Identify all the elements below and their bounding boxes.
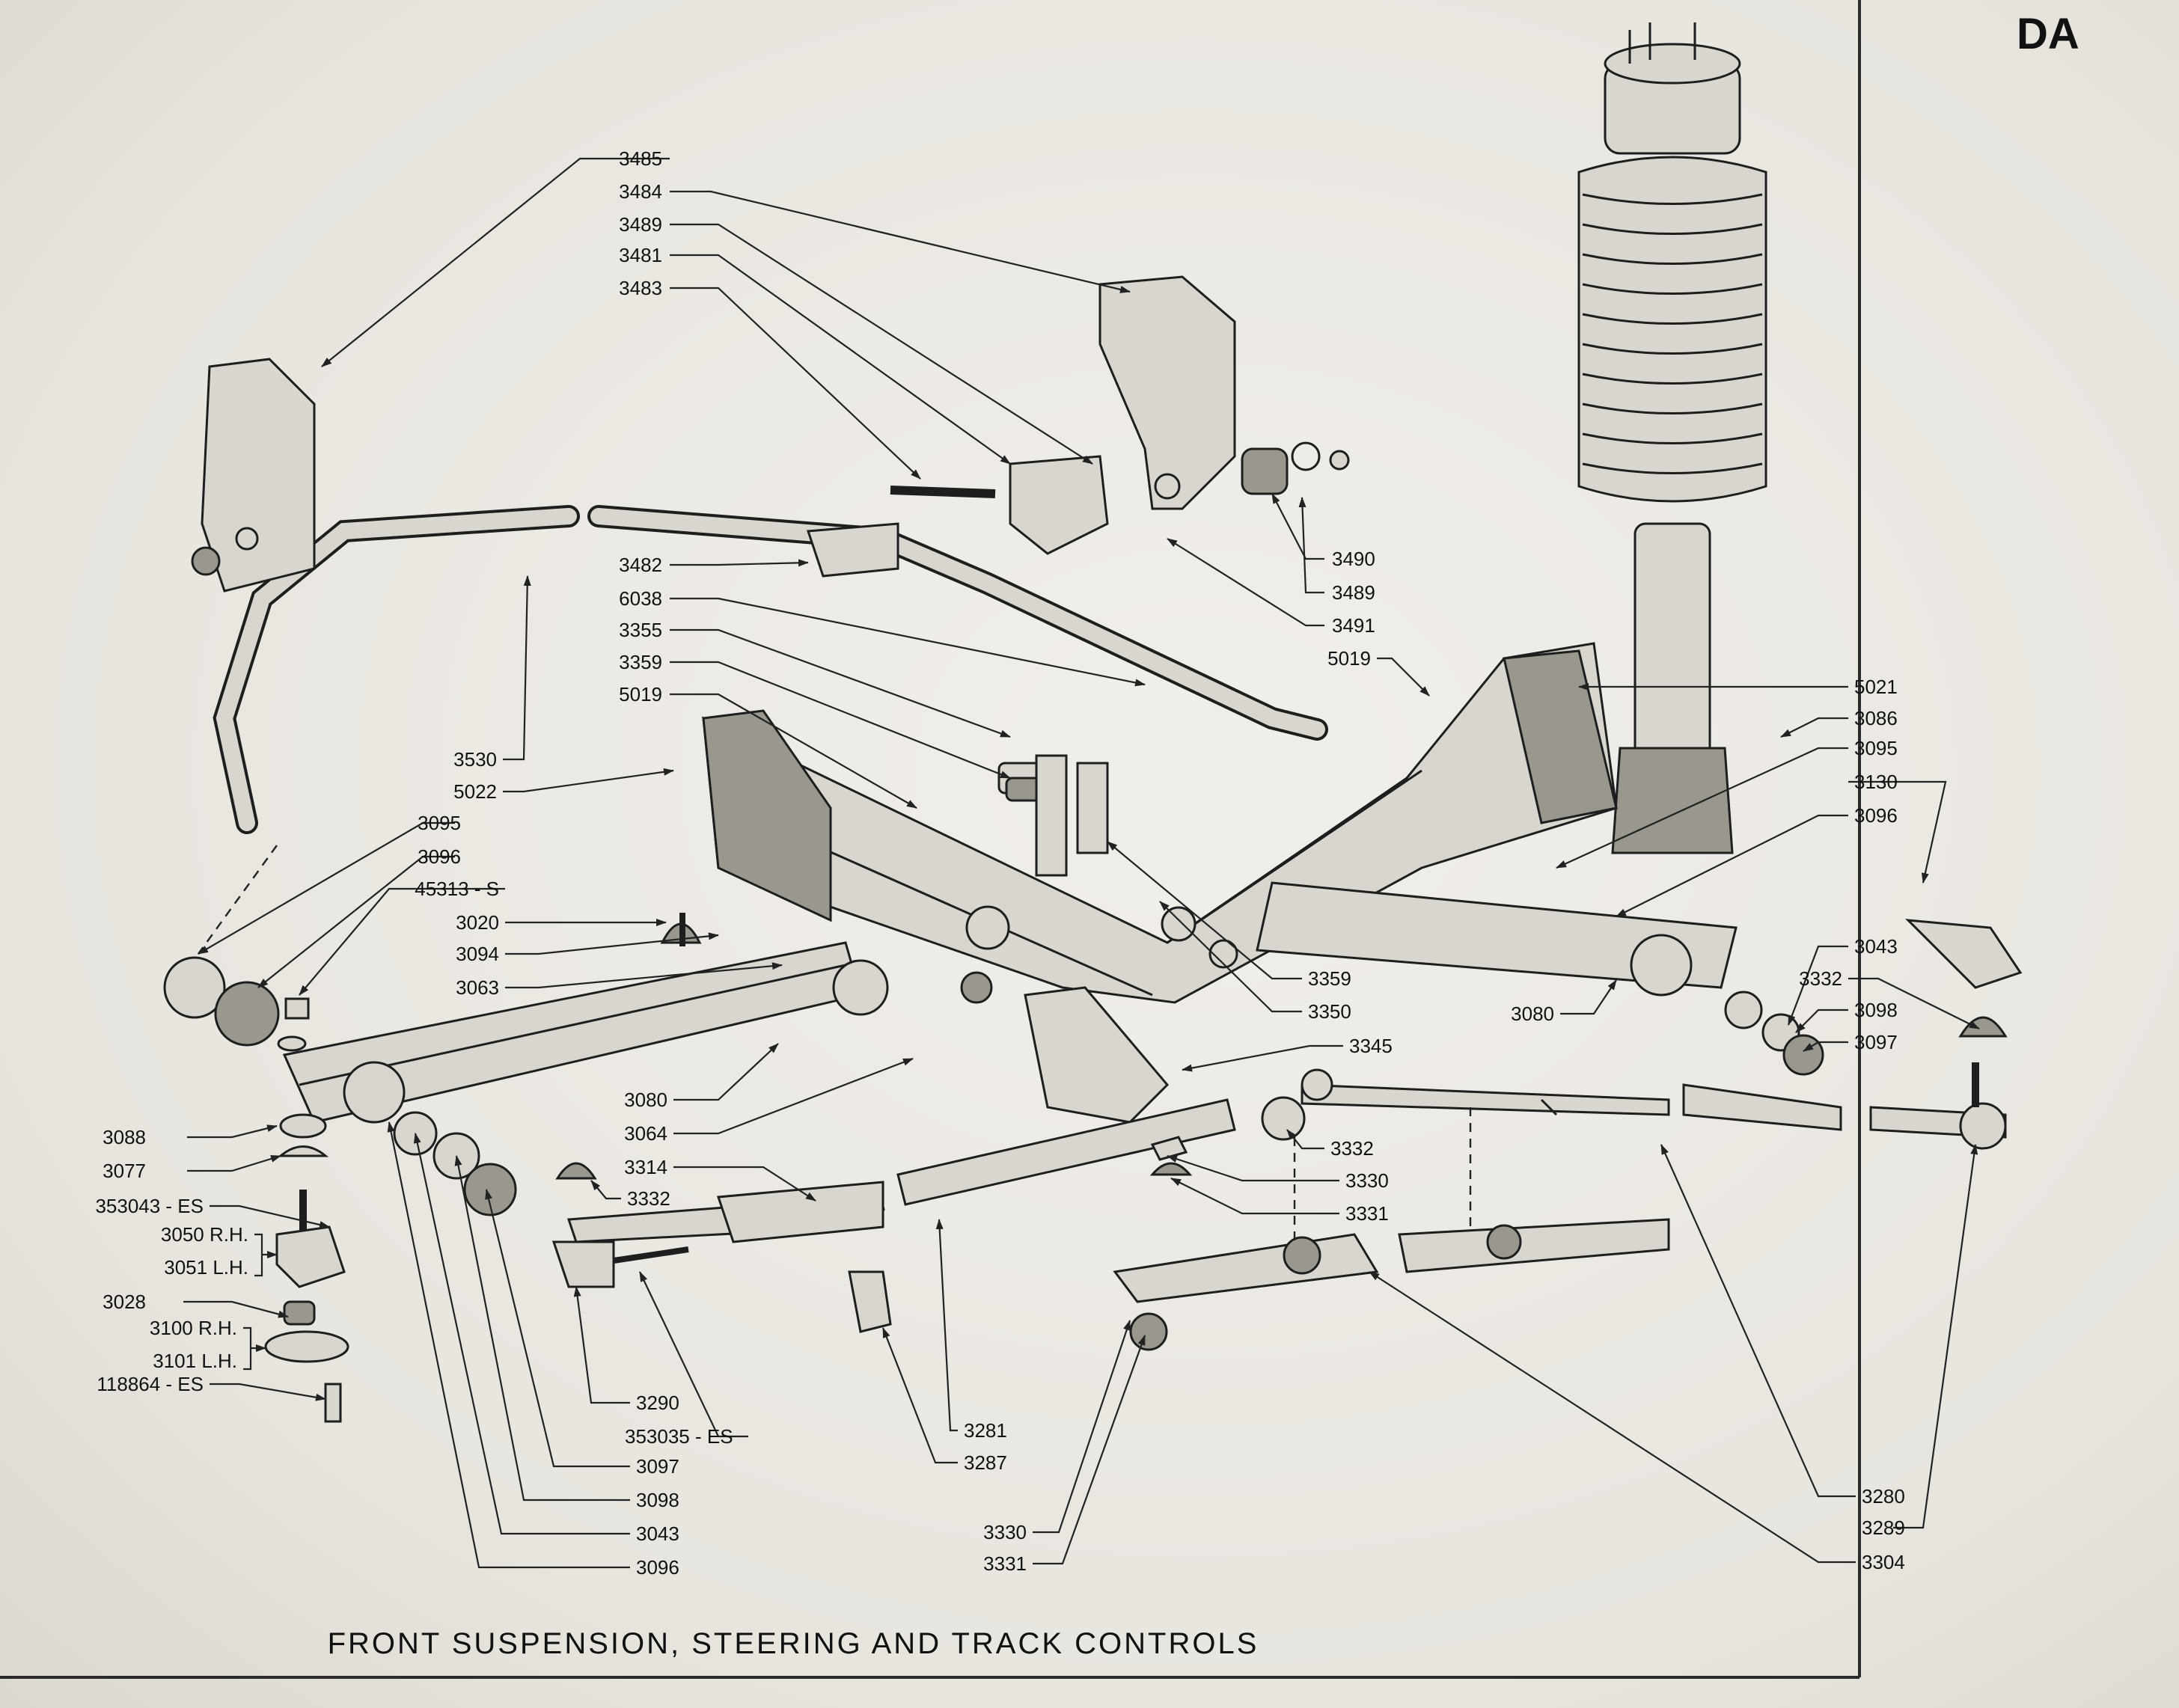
callout-5022: 5022 xyxy=(453,780,497,803)
callout-3489: 3489 xyxy=(619,213,662,236)
callout-353043-es: 353043 - ES xyxy=(95,1195,204,1217)
callout-3345: 3345 xyxy=(1349,1035,1393,1057)
callout-3020: 3020 xyxy=(456,911,499,934)
steering-linkage xyxy=(551,919,2023,1351)
callout-3063: 3063 xyxy=(456,976,499,999)
callout-3330: 3330 xyxy=(1345,1169,1389,1192)
callout-3484: 3484 xyxy=(619,180,662,203)
callout-3359-b: 3359 xyxy=(1308,967,1351,990)
callout-3064: 3064 xyxy=(624,1122,667,1145)
callout-3485: 3485 xyxy=(619,147,662,170)
callout-118864-es: 118864 - ES xyxy=(97,1373,204,1395)
left-bracket xyxy=(191,358,316,593)
callout-3050-rh: 3050 R.H. xyxy=(161,1223,248,1246)
callout-353035-es: 353035 - ES xyxy=(625,1425,733,1448)
callout-3130: 3130 xyxy=(1854,771,1898,793)
callout-3355: 3355 xyxy=(619,619,662,641)
callout-3332-c: 3332 xyxy=(1330,1137,1374,1160)
callout-3332-b: 3332 xyxy=(627,1187,670,1210)
alignment-dashes xyxy=(198,845,1472,1242)
callout-3359: 3359 xyxy=(619,651,662,673)
callout-3101-lh: 3101 L.H. xyxy=(153,1350,237,1372)
callout-3080-b: 3080 xyxy=(624,1089,667,1111)
callout-3281: 3281 xyxy=(964,1419,1007,1442)
page-border xyxy=(0,0,1861,1679)
callout-3086: 3086 xyxy=(1854,707,1898,729)
callout-3096-b: 3096 xyxy=(418,845,461,868)
callout-3332: 3332 xyxy=(1799,967,1842,990)
callout-3481: 3481 xyxy=(619,244,662,266)
callout-3489-b: 3489 xyxy=(1332,581,1375,604)
callout-3043: 3043 xyxy=(1854,935,1898,958)
callout-3097: 3097 xyxy=(1854,1031,1898,1053)
callout-3290: 3290 xyxy=(636,1392,679,1414)
callout-3051-lh: 3051 L.H. xyxy=(164,1256,248,1279)
callout-3287: 3287 xyxy=(964,1451,1007,1474)
callout-3095: 3095 xyxy=(1854,737,1898,759)
callout-3289: 3289 xyxy=(1862,1516,1905,1539)
callout-3098: 3098 xyxy=(1854,999,1898,1021)
callout-5021: 5021 xyxy=(1854,676,1898,698)
callout-labels: 3485 3484 3489 3481 3483 3490 3489 3491 … xyxy=(95,147,1904,1579)
anti-roll-bar xyxy=(213,505,1328,834)
callout-3043-b: 3043 xyxy=(636,1522,679,1545)
callout-6038: 6038 xyxy=(619,587,662,610)
page-code: DA xyxy=(2017,10,2079,58)
callout-3098-b: 3098 xyxy=(636,1489,679,1511)
callout-3350: 3350 xyxy=(1308,1000,1351,1023)
callout-3314: 3314 xyxy=(624,1156,667,1178)
callout-3096-c: 3096 xyxy=(636,1556,679,1579)
callout-3280: 3280 xyxy=(1862,1485,1905,1507)
callout-3491: 3491 xyxy=(1332,614,1375,637)
callout-3483: 3483 xyxy=(619,277,662,299)
callout-3080: 3080 xyxy=(1511,1003,1554,1025)
callout-3088: 3088 xyxy=(103,1126,146,1148)
strut-assembly xyxy=(1577,22,1767,854)
callout-3094: 3094 xyxy=(456,943,499,965)
callout-3304: 3304 xyxy=(1862,1551,1905,1573)
callout-3482: 3482 xyxy=(619,554,662,576)
callout-5019: 5019 xyxy=(619,683,662,705)
callout-3490: 3490 xyxy=(1332,548,1375,570)
suspension-illustration xyxy=(163,22,2023,1423)
callout-3028: 3028 xyxy=(103,1291,146,1313)
callout-3095-b: 3095 xyxy=(418,812,461,834)
diagram-title: FRONT SUSPENSION, STEERING AND TRACK CON… xyxy=(328,1627,1259,1660)
callout-3096: 3096 xyxy=(1854,804,1898,827)
callout-5019-b: 5019 xyxy=(1327,647,1371,670)
callout-45313-s: 45313 - S xyxy=(415,878,499,900)
leader-lines xyxy=(183,157,1980,1569)
callout-3100-rh: 3100 R.H. xyxy=(150,1317,237,1339)
callout-3530: 3530 xyxy=(453,748,497,771)
track-control-arms xyxy=(282,881,1738,1124)
callout-3077: 3077 xyxy=(103,1160,146,1182)
callout-3330-b: 3330 xyxy=(983,1521,1027,1543)
crossmember xyxy=(702,642,1618,1004)
callout-3097-b: 3097 xyxy=(636,1455,679,1478)
callout-3331: 3331 xyxy=(1345,1202,1389,1225)
upper-bracket xyxy=(806,275,1350,578)
callout-3331-b: 3331 xyxy=(983,1552,1027,1575)
